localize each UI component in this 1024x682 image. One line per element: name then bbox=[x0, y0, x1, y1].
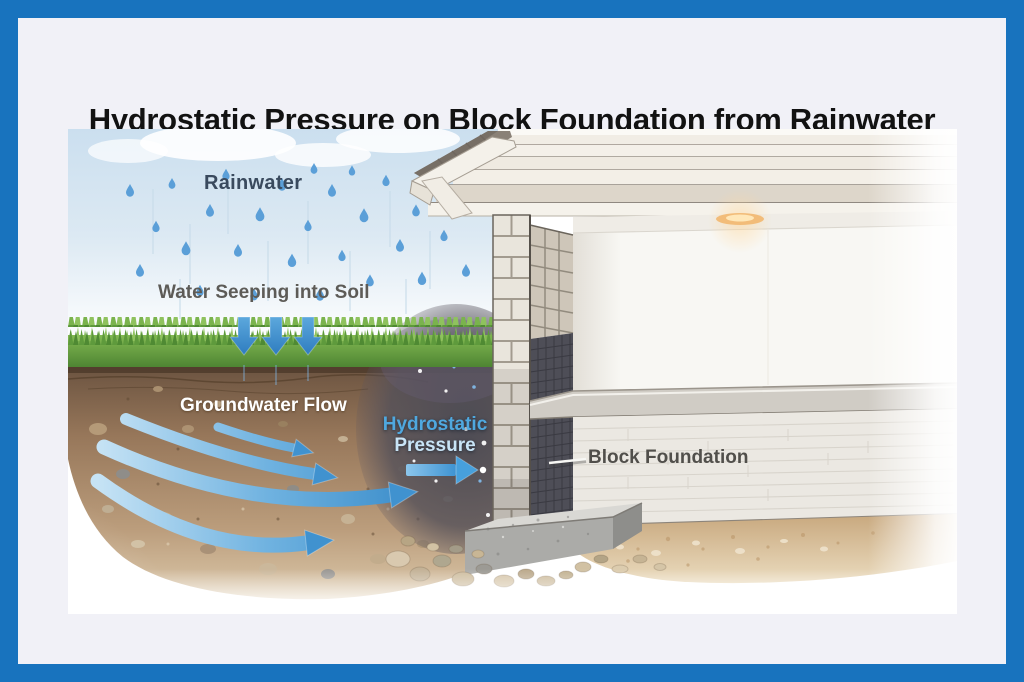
hydrostatic-line1: Hydrostatic bbox=[382, 414, 488, 435]
water-seeping-label: Water Seeping into Soil bbox=[158, 282, 370, 303]
hydrostatic-line2: Pressure bbox=[394, 435, 476, 456]
house-siding bbox=[428, 129, 957, 217]
illustration-canvas: Rainwater Water Seeping into Soil Ground… bbox=[68, 129, 957, 614]
sill-ledge bbox=[529, 382, 957, 420]
rain-drops-icon bbox=[126, 163, 470, 319]
side-face-below-grade-wet bbox=[530, 333, 573, 526]
illustration bbox=[68, 129, 957, 614]
exterior-ground bbox=[573, 514, 957, 584]
block-foundation-leader-line bbox=[548, 457, 587, 467]
block-pattern bbox=[493, 215, 530, 530]
block-foundation-label: Block Foundation bbox=[588, 447, 749, 468]
rainwater-label: Rainwater bbox=[204, 172, 303, 194]
concrete-footing bbox=[464, 502, 643, 575]
cloud bbox=[88, 139, 168, 163]
roof-eave-corner bbox=[409, 131, 517, 220]
side-face-above-grade bbox=[530, 225, 573, 339]
block-foundation-wall bbox=[492, 214, 574, 533]
groundwater-flow-label: Groundwater Flow bbox=[180, 395, 347, 416]
hydrostatic-arrow-icon bbox=[406, 455, 487, 485]
soffit-return bbox=[421, 176, 473, 220]
cloud bbox=[336, 129, 460, 153]
edge-fades bbox=[68, 129, 957, 614]
cloud bbox=[140, 129, 296, 161]
hydrostatic-pressure-label: Hydrostatic Pressure bbox=[365, 414, 505, 456]
cloud bbox=[275, 143, 371, 167]
seep-arrows-icon bbox=[229, 316, 323, 356]
interior-wall bbox=[572, 189, 957, 391]
